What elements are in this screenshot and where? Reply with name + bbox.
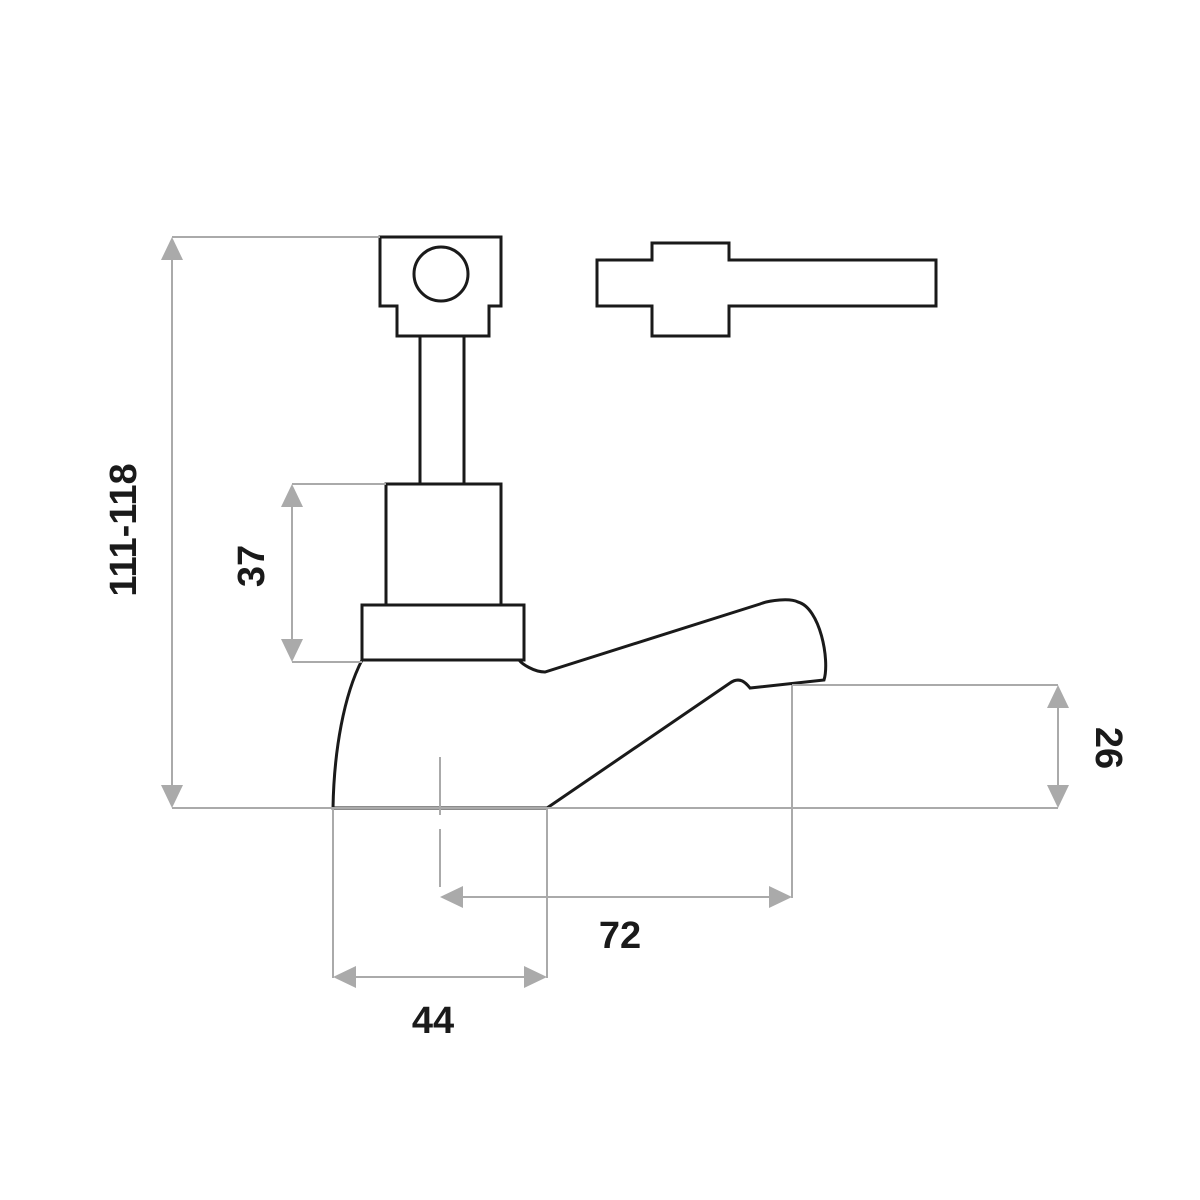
tap-body-spout <box>331 598 828 810</box>
base-width-dimension: 44 <box>332 808 548 1042</box>
tap-side-view <box>331 235 828 895</box>
spout-reach-dimension: 72 <box>440 685 793 957</box>
overall-height-label: 111-118 <box>103 463 145 596</box>
spout-reach-arrow-right <box>769 886 792 908</box>
overall-height-arrow-top <box>161 237 183 260</box>
bonnet-height-dimension: 37 <box>231 483 386 663</box>
spout-reach-arrow-left <box>440 886 463 908</box>
outlet-height-dimension: 26 <box>792 684 1129 808</box>
overall-height-arrow-bottom <box>161 785 183 808</box>
base-width-label: 44 <box>412 1000 454 1042</box>
outlet-height-arrow-bottom <box>1047 785 1069 808</box>
handle-head <box>378 235 503 338</box>
bonnet-collar <box>360 603 526 662</box>
handle-stem <box>418 336 466 484</box>
spout-reach-label: 72 <box>599 915 641 957</box>
handle-head-circle <box>412 245 470 303</box>
overall-height-dimension: 111-118 <box>103 236 1058 809</box>
bonnet-upper <box>384 482 503 607</box>
bonnet-height-arrow-top <box>281 484 303 507</box>
handle-top-view <box>595 241 938 338</box>
bonnet-height-arrow-bottom <box>281 639 303 662</box>
base-width-arrow-right <box>524 966 547 988</box>
bonnet-height-label: 37 <box>231 545 273 587</box>
base-width-arrow-left <box>333 966 356 988</box>
handle-lever-top <box>595 241 938 338</box>
outlet-height-arrow-top <box>1047 685 1069 708</box>
outlet-height-label: 26 <box>1087 727 1129 769</box>
